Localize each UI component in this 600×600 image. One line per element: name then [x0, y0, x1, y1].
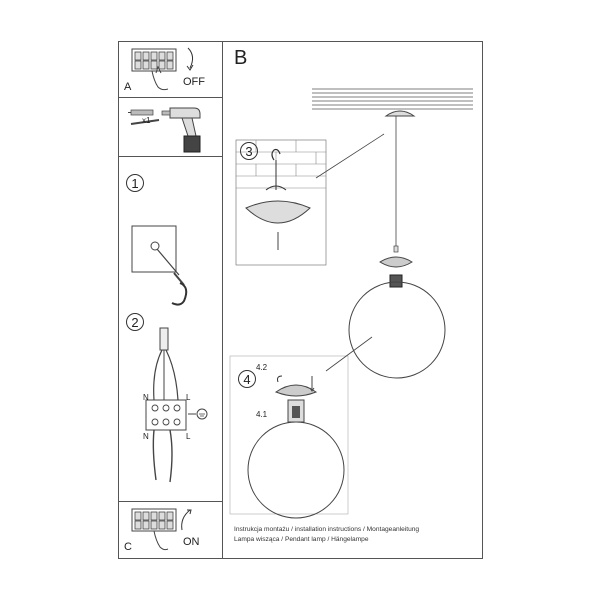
caption-line-1: Instrukcja montażu / installation instru… — [234, 526, 420, 533]
terminal-block-icon — [131, 48, 177, 91]
step-2-marker: 2 — [126, 313, 144, 331]
wiring-diagram — [145, 327, 208, 483]
drill-icon — [128, 107, 201, 153]
ground-icon — [196, 408, 208, 420]
step-4-marker: 4 — [238, 370, 256, 388]
ceiling-hook-icon — [131, 225, 188, 306]
switch-off-label: OFF — [183, 76, 205, 88]
panel-c-label: C — [124, 541, 132, 553]
terminal-block-on-icon — [131, 508, 177, 551]
panel-tools-divider — [118, 156, 223, 157]
turn-arrow-on-icon — [181, 509, 192, 531]
caption-line-2: Lampa wisząca / Pendant lamp / Hängelamp… — [234, 536, 369, 543]
part-4-2-label: 4.2 — [256, 363, 268, 372]
screw-count-label: x1 — [142, 116, 151, 125]
detail-3-connector — [315, 133, 385, 179]
globe-lamp-icon — [348, 110, 446, 379]
wire-n-bottom: N — [143, 432, 149, 441]
part-4-1-label: 4.1 — [256, 410, 268, 419]
wire-n-top: N — [143, 393, 149, 402]
detail-4-box — [229, 355, 349, 515]
detail-4-connector — [325, 336, 373, 372]
panel-c-divider — [118, 501, 223, 502]
ceiling-hatch — [312, 88, 473, 110]
step-1-marker: 1 — [126, 174, 144, 192]
wire-l-top: L — [186, 393, 191, 402]
panel-a-divider — [118, 97, 223, 98]
detail-4-lamp-assembly — [247, 375, 345, 519]
switch-on-label: ON — [183, 536, 200, 548]
sheet-frame — [118, 41, 483, 559]
step-3-marker: 3 — [240, 142, 258, 160]
section-b-label: B — [234, 47, 248, 69]
panel-a-label: A — [124, 81, 132, 93]
column-divider — [222, 41, 223, 559]
detail-3-ceiling-mount — [235, 139, 327, 266]
wire-l-bottom: L — [186, 432, 191, 441]
turn-arrow-icon — [186, 47, 194, 71]
